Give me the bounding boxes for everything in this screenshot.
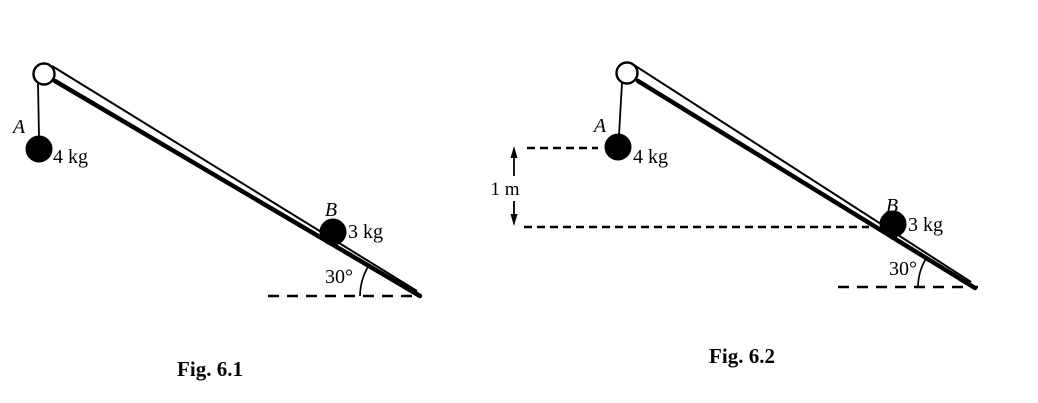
angle-arc <box>359 266 369 297</box>
angle-label: 30° <box>889 258 917 280</box>
incline-surface <box>635 78 978 291</box>
mass-b-label: B <box>886 195 898 217</box>
mass-b-label: B <box>325 199 337 221</box>
angle-label: 30° <box>325 266 353 288</box>
mass-b-value: 3 kg <box>348 221 383 243</box>
incline-surface <box>52 78 423 299</box>
pulley-icon <box>32 62 56 86</box>
mass-a <box>604 133 632 161</box>
mass-b-value: 3 kg <box>908 214 943 236</box>
incline-top-edge <box>633 64 972 283</box>
figure-6-1: A 4 kg B 3 kg 30° Fig. 6.1 <box>11 62 423 381</box>
figure-caption: Fig. 6.1 <box>177 357 243 381</box>
incline-top-edge <box>51 65 418 292</box>
mass-a-value: 4 kg <box>633 146 668 168</box>
figure-6-2: A 4 kg B 3 kg 1 m 30° Fig. 6.2 <box>490 61 978 368</box>
arrow-down-icon <box>510 214 518 226</box>
angle-arc <box>917 258 927 288</box>
arrow-up-icon <box>510 146 518 158</box>
pulley-icon <box>615 61 639 85</box>
mass-a-label: A <box>11 116 26 138</box>
mass-b <box>319 218 347 246</box>
mass-a <box>25 135 53 163</box>
mass-a-value: 4 kg <box>53 146 88 168</box>
figure-caption: Fig. 6.2 <box>709 344 775 368</box>
height-label: 1 m <box>490 179 519 200</box>
string <box>37 82 40 138</box>
mass-b <box>879 210 907 238</box>
string <box>618 82 623 136</box>
mass-a-label: A <box>592 115 607 137</box>
